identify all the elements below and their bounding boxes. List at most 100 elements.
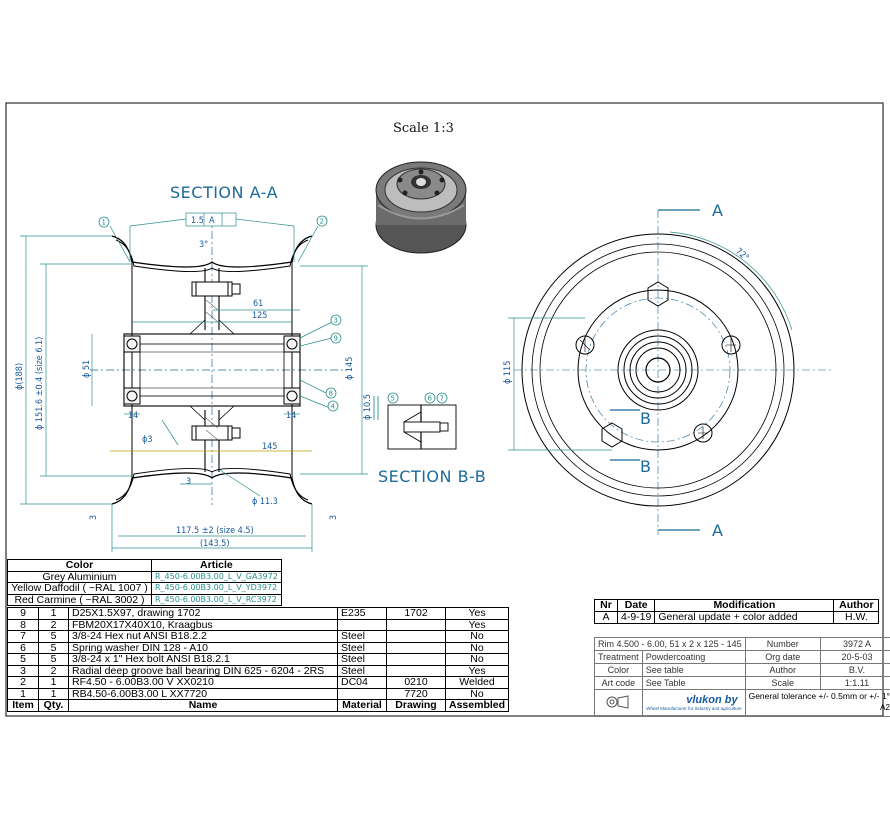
- dim-143-5: (143.5): [200, 539, 230, 549]
- company-logo: vlukon by: [686, 694, 738, 706]
- treatment-label: Treatment: [594, 650, 643, 664]
- balloon-3: 3: [334, 317, 338, 325]
- mod-text: General update + color added: [654, 611, 835, 624]
- material-cell: DC04: [337, 676, 387, 689]
- color-article: R_450-6.00B3.00_L_V_GA3972: [151, 570, 282, 583]
- material-cell: E235: [337, 607, 387, 620]
- dim-151-6: ϕ 151.6 ±0.4 (size 6.1): [35, 337, 45, 430]
- dim-145: ϕ 145: [345, 357, 355, 380]
- balloon-8: 8: [329, 390, 333, 398]
- item-cell: 1: [7, 687, 39, 700]
- number-value: 3972 A: [819, 637, 890, 651]
- mod-nr: A: [594, 611, 618, 624]
- name-cell: RB4.50-6.00B3.00 L XX7720: [68, 687, 338, 700]
- dim-3-center: 3: [186, 477, 191, 487]
- section-aa-dimensions: [20, 212, 368, 552]
- color-name: Yellow Daffodil ( ~RAL 1007 ): [7, 582, 152, 595]
- section-aa-dim-text: ϕ(188) ϕ 151.6 ±0.4 (size 6.1) ϕ 51 ϕ 14…: [15, 216, 355, 549]
- assembled-cell: No: [444, 653, 510, 666]
- qty-cell: 1: [38, 676, 69, 689]
- dim-3-left: 3: [89, 515, 99, 520]
- scale-note: Scale 1:3: [393, 121, 454, 136]
- color-article: R_450-6.00B3.00_L_V_YD3972: [151, 582, 282, 595]
- treatment-value: Powdercoating: [641, 650, 746, 664]
- sheet-size: A2: [880, 703, 890, 712]
- dim-phi3: ϕ3: [142, 435, 153, 445]
- scale-label: Scale: [744, 676, 821, 690]
- dim-phi-11-3: ϕ 11.3: [252, 497, 278, 507]
- assembled-cell: Yes: [444, 618, 510, 631]
- modification-header: Modification: [654, 599, 835, 612]
- balloon-7: 7: [440, 395, 444, 403]
- dim-angle-72: 72°: [733, 247, 750, 264]
- qty-cell: 5: [38, 641, 69, 654]
- qty-header: Qty.: [38, 699, 69, 712]
- balloon-2: 2: [320, 218, 324, 226]
- drawing-cell: [386, 653, 446, 666]
- section-aa-view: [90, 215, 345, 505]
- table-row: 6 5 Spring washer DIN 128 - A10 Steel No: [7, 641, 510, 654]
- item-cell: 3: [7, 664, 39, 677]
- mod-author: H.W.: [833, 611, 880, 624]
- material-cell: [337, 618, 387, 631]
- material-header: Material: [337, 699, 387, 712]
- article-header: Article: [151, 559, 282, 572]
- item-cell: 5: [7, 653, 39, 666]
- item-cell: 6: [7, 641, 39, 654]
- color-article: R_450-6.00B3.00_L_V_RC3972: [151, 593, 282, 606]
- section-mark-a-top: A: [712, 201, 723, 220]
- table-row: 2 1 RF4.50 - 6.00B3.00 V XX0210 DC04 021…: [7, 676, 510, 689]
- qty-cell: 2: [38, 664, 69, 677]
- drawing-cell: [386, 641, 446, 654]
- dim-188: ϕ(188): [15, 363, 25, 390]
- author-label: Author: [744, 663, 821, 677]
- scale-value: 1:1.11: [819, 676, 890, 690]
- table-row: 5 5 3/8-24 x 1" Hex bolt ANSI B18.2.1 St…: [7, 653, 510, 666]
- item-cell: 2: [7, 676, 39, 689]
- section-mark-a-bottom: A: [712, 521, 723, 540]
- color-name: Grey Aluminium: [7, 570, 152, 583]
- material-cell: Steel: [337, 653, 387, 666]
- color-name: Red Carmine ( ~RAL 3002 ): [7, 593, 152, 606]
- artcode-value: See Table: [641, 676, 746, 690]
- item-header: Item: [7, 699, 39, 712]
- color-header: Color: [7, 559, 152, 572]
- logo-cell: vlukon by Wheel Manufacturer for Industr…: [641, 689, 746, 717]
- bom-table: Color Article Grey Aluminium R_450-6.00B…: [7, 559, 289, 606]
- qty-cell: 1: [38, 607, 69, 620]
- section-bb-view: [373, 396, 457, 450]
- dim-125: 125: [252, 311, 267, 321]
- table-row: 3 2 Radial deep groove ball bearing DIN …: [7, 664, 510, 677]
- parts-list-table: 9 1 D25X1.5X97, drawing 1702 E235 1702 Y…: [7, 607, 510, 712]
- table-row: 7 5 3/8-24 Hex nut ANSI B18.2.2 Steel No: [7, 630, 510, 643]
- name-cell: FBM20X17X40X10, Kraagbus: [68, 618, 338, 631]
- drawing-header: Drawing: [386, 699, 446, 712]
- assembled-cell: No: [444, 630, 510, 643]
- section-mark-b-top: B: [640, 409, 651, 428]
- tolerance-cell: General tolerance +/- 0.5mm or +/- 1° A2: [744, 689, 890, 717]
- projection-icon: [606, 694, 629, 709]
- rim-spec: Rim 4.500 - 6.00, 51 x 2 x 125 - 145: [594, 637, 746, 651]
- dim-51: ϕ 51: [82, 360, 92, 378]
- section-bb-title: SECTION B-B: [378, 467, 486, 486]
- balloon-9: 9: [334, 335, 338, 343]
- dim-angle-3: 3°: [199, 240, 208, 250]
- balloon-5: 5: [391, 395, 395, 403]
- dim-14-left: 14: [128, 411, 138, 421]
- material-cell: Steel: [337, 641, 387, 654]
- author-value: B.V.: [819, 663, 890, 677]
- wheel-3d-render: [375, 161, 467, 254]
- dim-61: 61: [253, 299, 263, 309]
- section-aa-title: SECTION A-A: [170, 183, 278, 202]
- assembled-header: Assembled: [444, 699, 510, 712]
- number-label: Number: [744, 637, 821, 651]
- nr-header: Nr: [594, 599, 618, 612]
- material-cell: Steel: [337, 630, 387, 643]
- modification-table: Nr Date Modification Author A 4-9-19 Gen…: [594, 599, 880, 624]
- dim-3-right: 3: [329, 515, 339, 520]
- drawing-cell: 7720: [386, 687, 446, 700]
- table-row: 8 2 FBM20X17X40X10, Kraagbus Yes: [7, 618, 510, 631]
- assembled-cell: No: [444, 687, 510, 700]
- tol-datum-a: A: [209, 216, 215, 226]
